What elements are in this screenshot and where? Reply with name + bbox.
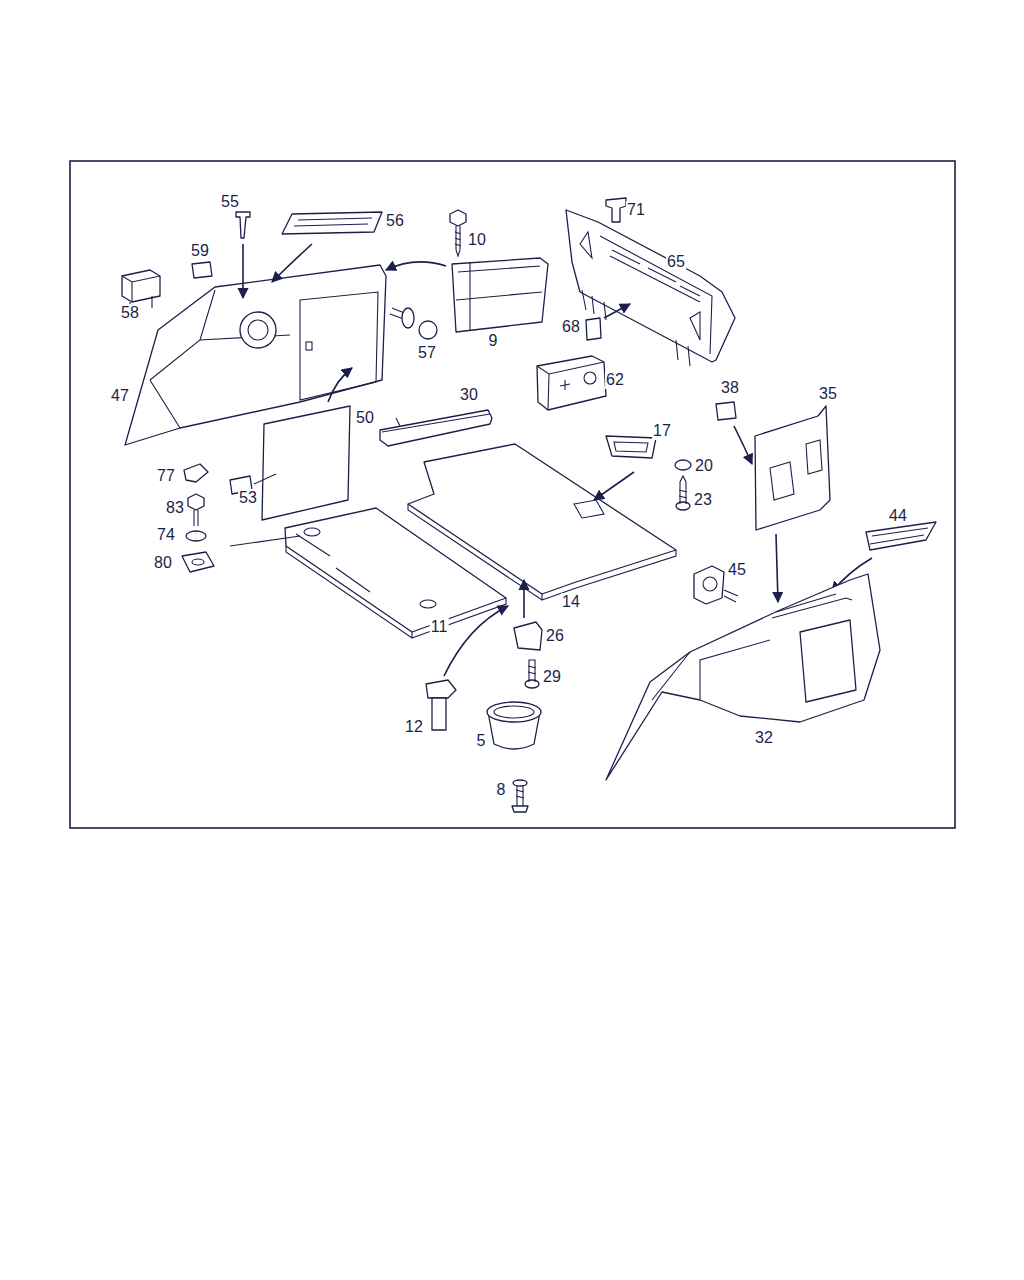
callout-number: 53 (238, 489, 258, 507)
screw (525, 660, 539, 688)
callout-number: 55 (220, 193, 240, 211)
stud (512, 780, 528, 812)
callout-number: 9 (488, 332, 499, 350)
cap (184, 464, 208, 482)
clip (192, 262, 212, 278)
callout-number: 29 (542, 668, 562, 686)
side-panel (262, 368, 352, 520)
vent-grille (272, 212, 382, 282)
side-panel (755, 406, 830, 602)
callout-number: 23 (693, 491, 713, 509)
callout-number: 10 (467, 231, 487, 249)
callout-number: 32 (754, 729, 774, 747)
callout-number: 14 (561, 593, 581, 611)
pin (236, 212, 250, 298)
rear-panel (566, 210, 735, 366)
right-side-trim (606, 574, 880, 780)
handle-recess (594, 436, 656, 500)
callout-number: 58 (120, 304, 140, 322)
callout-number: 77 (156, 467, 176, 485)
callout-number: 20 (694, 457, 714, 475)
washer (186, 531, 206, 541)
callout-number: 57 (417, 344, 437, 362)
shelf-trim (285, 508, 506, 638)
callout-number: 35 (818, 385, 838, 403)
leader (230, 536, 300, 546)
retainer (182, 552, 214, 572)
callout-number: 44 (888, 507, 908, 525)
frame (70, 161, 955, 828)
callout-number: 50 (355, 409, 375, 427)
cover (380, 410, 492, 446)
callout-number: 17 (652, 422, 672, 440)
callout-number: 47 (110, 387, 130, 405)
grommet (390, 308, 437, 339)
storage-box (386, 258, 548, 332)
callout-number: 12 (404, 718, 424, 736)
callout-number: 56 (385, 212, 405, 230)
callout-number: 65 (666, 253, 686, 271)
callout-number: 80 (153, 554, 173, 572)
first-aid-kit (537, 356, 606, 410)
washer (675, 460, 691, 470)
callout-number: 5 (476, 732, 487, 750)
callout-number: 11 (430, 618, 449, 636)
callout-number: 62 (605, 371, 625, 389)
callout-number: 68 (561, 318, 581, 336)
clip (716, 402, 752, 464)
callout-number: 38 (720, 379, 740, 397)
callout-number: 45 (727, 561, 747, 579)
callout-number: 83 (165, 499, 185, 517)
screw (676, 476, 690, 510)
callout-number: 26 (545, 627, 565, 645)
bolt (188, 494, 204, 526)
bowl (487, 702, 541, 749)
clip (606, 198, 626, 222)
callout-number: 59 (190, 242, 210, 260)
sticker (586, 304, 630, 340)
bolt (450, 210, 466, 256)
bracket (514, 580, 542, 650)
callout-number: 8 (496, 781, 507, 799)
callout-number: 74 (156, 526, 176, 544)
callout-number: 71 (626, 201, 646, 219)
callout-number: 30 (459, 386, 479, 404)
